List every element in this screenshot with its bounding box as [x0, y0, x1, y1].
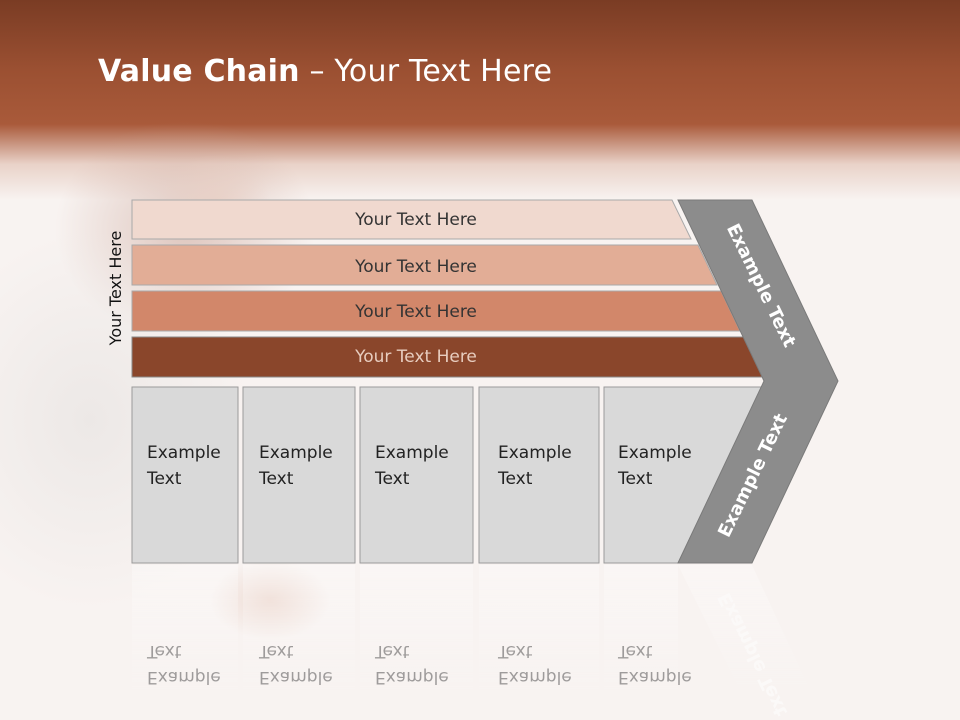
box-4-line1: Example [498, 443, 572, 463]
box-1: Example Text [131, 386, 239, 564]
box-3: Example Text [359, 386, 474, 564]
reflection-chevron [678, 565, 810, 690]
box-4-line2: Text [497, 469, 533, 489]
reflection-box-1-line1: Example [147, 667, 221, 687]
reflection-box-4-line2: Text [497, 641, 533, 661]
bar-2: Your Text Here [131, 244, 718, 286]
bar-3: Your Text Here [131, 290, 741, 332]
reflection-box-5-line2: Text [617, 641, 653, 661]
box-3-line1: Example [375, 443, 449, 463]
box-4: Example Text [478, 386, 600, 564]
box-3-shape [359, 386, 474, 564]
title-rest: – Your Text Here [299, 54, 553, 89]
box-4-shape [478, 386, 600, 564]
bar-1-label: Your Text Here [354, 210, 477, 230]
reflection-box-2-line1: Example [259, 667, 333, 687]
reflection-box-2-line2: Text [258, 641, 294, 661]
bar-3-label: Your Text Here [354, 302, 477, 322]
reflection-box-3 [360, 565, 473, 695]
box-1-line1: Example [147, 443, 221, 463]
reflection-box-5 [604, 565, 678, 695]
reflection-box-2 [243, 565, 355, 695]
reflection-box-4-line1: Example [498, 667, 572, 687]
box-1-line2: Text [146, 469, 182, 489]
bar-1: Your Text Here [131, 199, 692, 240]
box-5-line1: Example [618, 443, 692, 463]
reflection-box-1 [132, 565, 238, 695]
box-1-shape [131, 386, 239, 564]
reflection-box-3-line2: Text [374, 641, 410, 661]
reflection-box-1-line2: Text [146, 641, 182, 661]
bar-2-shape [131, 244, 718, 286]
box-2: Example Text [242, 386, 356, 564]
bar-4: Your Text Here [131, 336, 765, 378]
reflection-box-3-line1: Example [375, 667, 449, 687]
bar-2-label: Your Text Here [354, 257, 477, 277]
reflection: Example Text Example Text Example Text E… [132, 565, 810, 720]
box-2-shape [242, 386, 356, 564]
bar-4-label: Your Text Here [354, 347, 477, 367]
reflection-box-4 [479, 565, 599, 695]
reflection-box-5-line1: Example [618, 667, 692, 687]
box-2-line1: Example [259, 443, 333, 463]
slide-title: Value Chain – Your Text Here [98, 54, 552, 89]
chevron-shape [677, 199, 839, 564]
box-3-line2: Text [374, 469, 410, 489]
box-2-line2: Text [258, 469, 294, 489]
box-5-line2: Text [617, 469, 653, 489]
title-bold: Value Chain [98, 54, 300, 89]
bar-1-shape [131, 199, 692, 240]
